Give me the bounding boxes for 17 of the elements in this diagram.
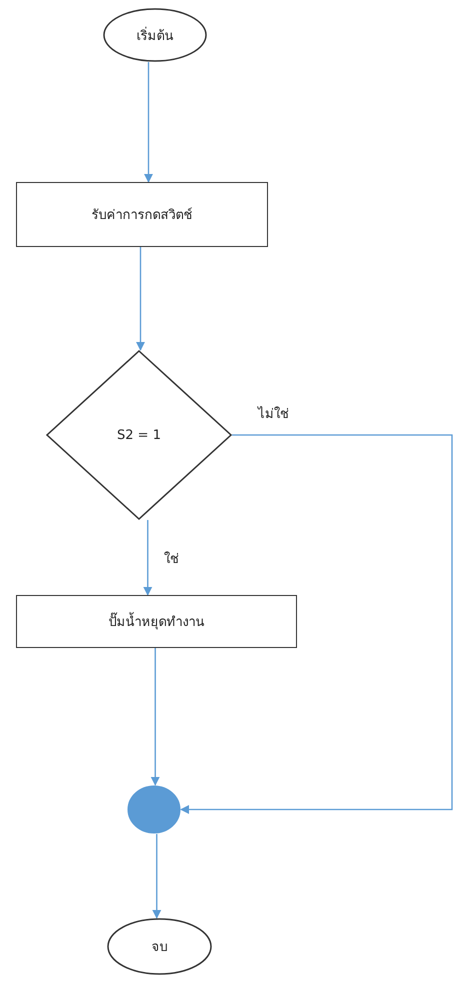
step-label: ปั๊มน้ำหยุดทำงาน — [108, 611, 204, 632]
terminal-ellipse — [107, 918, 212, 975]
arrow — [180, 434, 453, 814]
arrow — [152, 834, 162, 919]
terminal-label: เริ่มต้น — [136, 26, 174, 46]
decision-diamond — [46, 350, 232, 520]
connector-circle — [127, 785, 181, 834]
arrow — [144, 62, 154, 183]
step-label: รับค่าการกดสวิตช์ — [92, 206, 192, 225]
terminal-label: จบ — [152, 939, 168, 957]
process-box — [16, 182, 268, 247]
arrow — [150, 648, 160, 786]
condition-label: S2 = 1 — [117, 428, 161, 442]
arrow — [143, 520, 152, 596]
terminal-ellipse — [103, 8, 207, 62]
process-box — [16, 595, 297, 648]
arrow — [136, 247, 146, 351]
